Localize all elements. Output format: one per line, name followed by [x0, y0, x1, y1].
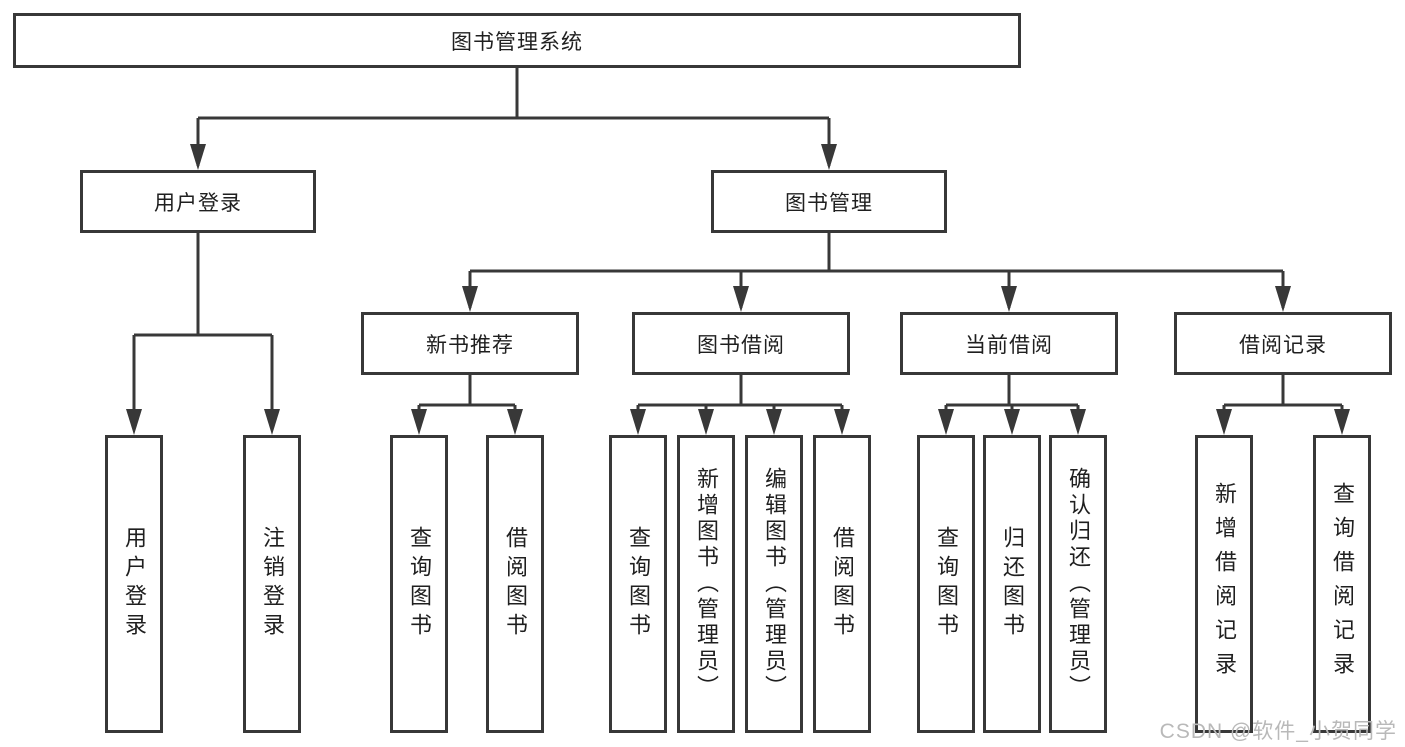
leaf-query-book-current: 查询图书 [917, 435, 975, 733]
leaf-add-book-admin: 新增图书（管理员） [677, 435, 735, 733]
node-book-management: 图书管理 [711, 170, 947, 233]
node-current-borrow: 当前借阅 [900, 312, 1118, 375]
leaf-confirm-return-admin: 确认归还（管理员） [1049, 435, 1107, 733]
node-root-library-system: 图书管理系统 [13, 13, 1021, 68]
leaf-logout: 注销登录 [243, 435, 301, 733]
node-user-login: 用户登录 [80, 170, 316, 233]
leaf-query-book-borrow: 查询图书 [609, 435, 667, 733]
node-new-book-recommend: 新书推荐 [361, 312, 579, 375]
leaf-return-book: 归还图书 [983, 435, 1041, 733]
leaf-user-login: 用户登录 [105, 435, 163, 733]
node-book-borrow: 图书借阅 [632, 312, 850, 375]
leaf-query-borrow-record: 查询借阅记录 [1313, 435, 1371, 733]
leaf-borrow-book-borrow: 借阅图书 [813, 435, 871, 733]
leaf-query-book-recommend: 查询图书 [390, 435, 448, 733]
leaf-borrow-book-recommend: 借阅图书 [486, 435, 544, 733]
leaf-edit-book-admin: 编辑图书（管理员） [745, 435, 803, 733]
leaf-add-borrow-record: 新增借阅记录 [1195, 435, 1253, 733]
arrowheads [126, 144, 1350, 435]
node-borrow-records: 借阅记录 [1174, 312, 1392, 375]
